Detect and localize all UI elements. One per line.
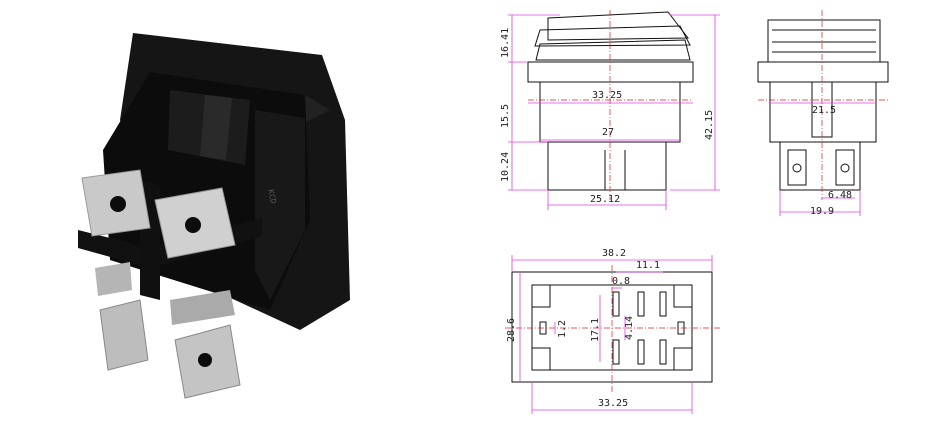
dim-pin-spacing: 6.48 <box>828 190 852 201</box>
dim-inner-width-bottom: 33.25 <box>598 398 628 409</box>
dim-total-height: 42.15 <box>704 110 715 140</box>
dim-total-width: 38.2 <box>602 248 626 259</box>
dim-bottom-height: 10.24 <box>500 152 511 182</box>
dim-base-width: 19.9 <box>810 206 834 217</box>
dim-total-height-bottom: 28.6 <box>506 318 517 342</box>
dim-width-top: 33.25 <box>592 90 622 101</box>
dim-width-mid: 27 <box>602 127 614 138</box>
dim-pin-length: 4.14 <box>624 316 635 340</box>
dim-pin-pitch-y: 17.1 <box>590 318 601 342</box>
dim-inner-width: 21.5 <box>812 105 836 116</box>
rocker-switch-photo: KCD <box>78 33 350 399</box>
body-marking: KCD <box>266 189 278 205</box>
dim-top-height: 16.41 <box>500 28 511 58</box>
dim-mid-height: 15.5 <box>500 104 511 128</box>
dim-pin-pitch-x: 11.1 <box>636 260 660 271</box>
dim-side-tab: 1.2 <box>557 320 568 338</box>
end-view-drawing: 21.5 6.48 19.9 <box>757 10 889 217</box>
side-view-drawing: 16.41 15.5 10.24 42.15 33.25 27 25.12 <box>500 10 720 210</box>
bottom-view-drawing: 38.2 11.1 0.8 28.6 1.2 17.1 4.14 33.25 <box>505 248 720 414</box>
dim-width-bottom: 25.12 <box>590 194 620 205</box>
dim-pin-thickness: 0.8 <box>612 276 630 287</box>
